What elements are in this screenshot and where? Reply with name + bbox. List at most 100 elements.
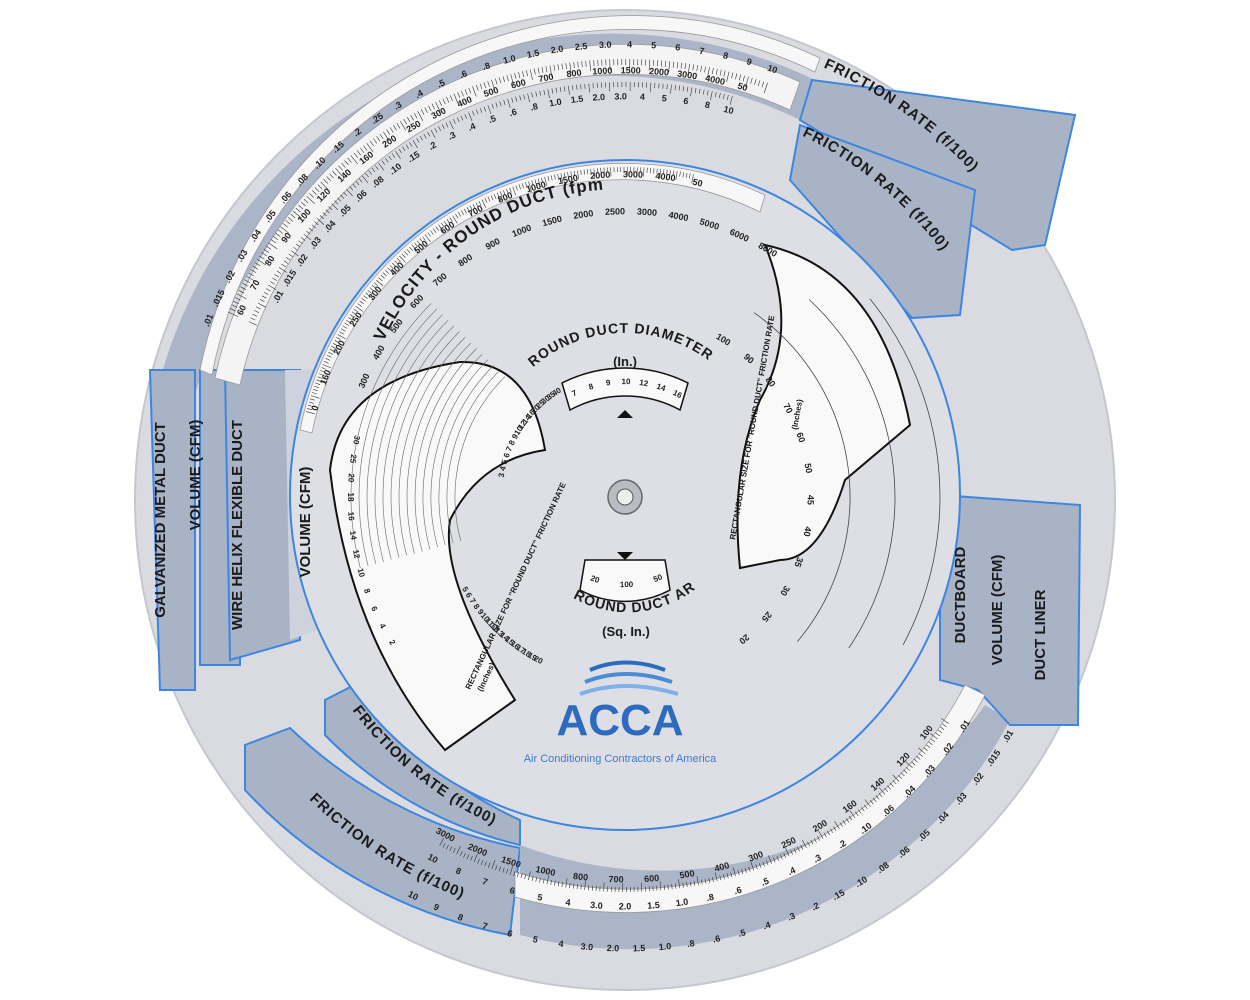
inner-cfm-num-13: 3000 <box>623 169 643 179</box>
tick-top-cfm-66 <box>434 128 438 133</box>
tick-top-friction-73 <box>428 105 432 112</box>
tick-bottom-cfm-147 <box>449 846 453 852</box>
tick-top-cfm-44 <box>358 178 363 183</box>
tick-inner-cfm-99 <box>525 182 528 188</box>
area-num-0: 20 <box>589 574 601 586</box>
tick-bottom-cfm-117 <box>557 881 560 887</box>
left-window-side-num-11: 2 <box>387 638 397 647</box>
tick-top-friction-15 <box>256 259 267 266</box>
left-rect-window[interactable] <box>328 360 547 752</box>
tick-bottom-cfm-44 <box>823 832 827 837</box>
tick-top-friction-67 <box>406 116 411 123</box>
left-window-arcs <box>350 303 506 568</box>
friction-rate-tab-inner[interactable] <box>788 123 977 320</box>
tick-top-cfm-96 <box>551 88 554 94</box>
tick-inner-cfm-44 <box>373 282 379 287</box>
tick-top-cfm-4 <box>256 306 261 310</box>
tick-bottom-cfm-84 <box>682 882 684 888</box>
tick-top-friction-156 <box>750 77 753 84</box>
tick-top-cfm-28 <box>311 224 316 229</box>
bottom-cfm-num-8: 400 <box>713 860 730 873</box>
tick-top-cfm-60 <box>412 140 418 149</box>
tick-bottom-cfm-42 <box>830 828 834 834</box>
tick-top-cfm-87 <box>515 96 518 102</box>
right-window-num-2: 80 <box>764 375 778 389</box>
wire-helix-tab[interactable] <box>223 369 301 662</box>
tick-top-cfm-120 <box>650 82 652 92</box>
tick-bottom-cfm-137 <box>484 861 487 867</box>
tick-bottom-cfm-64 <box>755 864 758 870</box>
tick-top-cfm-78 <box>479 107 483 113</box>
diameter-window[interactable] <box>561 367 689 412</box>
area-window[interactable] <box>579 559 671 603</box>
tick-bottom-cfm-67 <box>744 868 747 873</box>
bottom-friction-inner-num-5: 4 <box>565 897 571 908</box>
bottom-friction-inner-num-4: 5 <box>536 892 543 903</box>
tick-top-friction-50 <box>350 155 358 164</box>
top-friction-inner-num-10: .2 <box>427 140 438 152</box>
tick-bottom-cfm-66 <box>748 866 751 872</box>
area-num-2: 50 <box>652 572 664 584</box>
bottom-friction-outer-num-2: 8 <box>456 912 464 923</box>
tick-top-friction-98 <box>522 71 525 78</box>
tick-top-cfm-65 <box>430 129 436 139</box>
tick-top-friction-27 <box>285 220 291 225</box>
tick-bottom-cfm-8 <box>926 744 931 749</box>
tick-top-friction-78 <box>446 96 450 103</box>
bottom-friction-outer-num-6: 4 <box>558 938 564 949</box>
bottom-friction-inner-num-15: .2 <box>836 838 848 850</box>
top-friction-outer-num-10: .2 <box>351 126 363 139</box>
tick-inner-cfm-139 <box>656 168 658 174</box>
bottom-friction-outer-num-0: 10 <box>406 889 420 903</box>
right-window-num-1: 90 <box>742 352 756 366</box>
tick-top-friction-101 <box>533 68 536 75</box>
tick-bottom-cfm-23 <box>887 785 891 790</box>
galvanized-tab[interactable] <box>148 369 196 691</box>
tick-bottom-cfm-7 <box>928 741 933 746</box>
bottom-friction-outer-num-1: 9 <box>432 902 441 913</box>
tick-bottom-cfm-114 <box>569 883 571 889</box>
tick-bottom-cfm-149 <box>442 842 446 848</box>
tick-inner-cfm-19 <box>328 351 334 355</box>
tick-bottom-cfm-65 <box>750 861 755 871</box>
left-window-side-num-6: 12 <box>351 549 362 560</box>
left-window-arc-6 <box>406 342 472 554</box>
tick-top-cfm-63 <box>423 133 427 139</box>
tick-bottom-cfm-41 <box>833 826 837 831</box>
tick-top-cfm-128 <box>682 86 685 92</box>
tick-top-friction-4 <box>234 297 241 301</box>
tick-top-cfm-99 <box>563 86 566 92</box>
right-tabs[interactable] <box>939 493 1082 726</box>
tick-inner-cfm-60 <box>411 244 419 252</box>
friction-rate-tab-bottom-outer[interactable] <box>244 726 522 937</box>
tick-top-friction-83 <box>464 89 468 96</box>
left-window-side-num-8: 8 <box>362 587 372 595</box>
tick-inner-cfm-76 <box>455 213 459 219</box>
top-cfm-num-21: 50 <box>736 81 748 93</box>
diameter-num-5: 14 <box>655 382 667 394</box>
tick-bottom-cfm-27 <box>875 795 880 800</box>
tick-inner-cfm-54 <box>396 258 401 263</box>
friction-rate-tab-outer[interactable] <box>798 78 1077 252</box>
tick-top-friction-17 <box>261 252 267 257</box>
tick-top-friction-155 <box>745 76 749 88</box>
tick-top-friction-110 <box>569 62 572 74</box>
volume-label-left: VOLUME (CFM) <box>187 420 204 531</box>
top-cfm-num-20: 4000 <box>704 73 726 87</box>
bottom-cfm-scale <box>514 684 986 913</box>
tick-top-cfm-83 <box>499 101 502 107</box>
tick-bottom-cfm-85 <box>678 879 680 889</box>
tick-top-friction-81 <box>457 92 461 98</box>
top-cfm-num-2: 80 <box>263 254 277 268</box>
tick-inner-cfm-68 <box>432 228 437 233</box>
tick-top-cfm-140 <box>729 96 733 105</box>
right-rect-window[interactable] <box>736 243 912 570</box>
tick-top-cfm-133 <box>702 89 705 95</box>
tick-bottom-cfm-90 <box>659 881 662 891</box>
tick-bottom-cfm-120 <box>546 875 549 885</box>
tick-inner-cfm-61 <box>414 242 418 247</box>
top-friction-inner-num-14: .6 <box>508 107 518 119</box>
tick-top-friction-1 <box>229 308 236 312</box>
tick-top-friction-68 <box>410 114 414 121</box>
tick-bottom-cfm-124 <box>531 875 534 881</box>
